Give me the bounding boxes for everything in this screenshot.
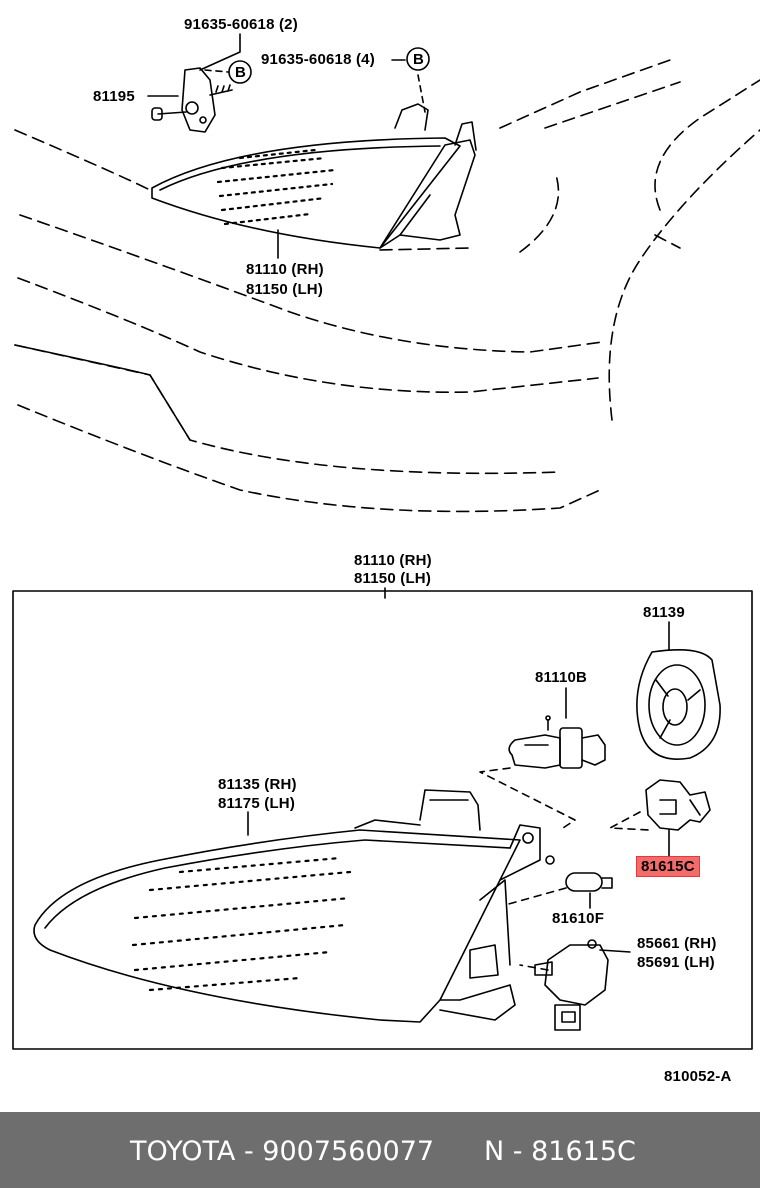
detail-title-rh: 81110 (RH) [354, 552, 432, 569]
body-contour [14, 344, 191, 441]
exploded-diagram [12, 33, 760, 1050]
leveling-actuator [534, 939, 631, 1031]
detail-frame [12, 590, 753, 1050]
wedge-bulb-label: 81610F [552, 910, 605, 927]
actuator-rh-label: 85661 (RH) [637, 935, 717, 952]
footer-brand-part: TOYOTA - 9007560077 [130, 1136, 435, 1167]
detail-title-lh: 81150 (LH) [354, 570, 432, 587]
assembly-lines-detail [479, 767, 651, 971]
headlamp-lh-label-top: 81150 (LH) [246, 281, 324, 298]
lens-lh-label: 81175 (LH) [218, 795, 296, 812]
callout-b-1: B [235, 64, 247, 81]
callout-b-1-shape [228, 60, 252, 84]
halogen-bulb [508, 715, 606, 769]
wedge-bulb [565, 872, 613, 892]
headlamp-rh-label-top: 81110 (RH) [246, 261, 324, 278]
cover-label: 81139 [643, 604, 685, 621]
bulb-label: 81110B [535, 669, 588, 686]
cover-part [636, 648, 721, 760]
vehicle-body-outline [14, 59, 760, 513]
bolt-label-b: 91635-60618 (4) [261, 51, 375, 68]
lens-rh-label: 81135 (RH) [218, 776, 297, 793]
socket-label-highlighted[interactable]: 81615C [636, 856, 700, 877]
headlamp-adjuster [151, 67, 233, 133]
headlamp-detail [33, 789, 555, 1023]
bolt-label-a: 91635-60618 (2) [184, 16, 298, 33]
headlamp-assembly-top [151, 103, 477, 249]
leader-lines-top [147, 33, 406, 259]
bulb-socket [645, 779, 711, 831]
actuator-lh-label: 85691 (LH) [637, 954, 715, 971]
callout-b-2-shape [406, 47, 430, 71]
diagram-id: 810052-A [664, 1068, 732, 1085]
lens-grid-detail [131, 856, 352, 992]
lens-grid-top [216, 148, 337, 226]
callout-b-2: B [413, 51, 425, 68]
footer-ref-part: N - 81615C [484, 1136, 636, 1167]
adjuster-label: 81195 [93, 88, 135, 105]
footer-bar: TOYOTA - 9007560077 N - 81615C [0, 1112, 760, 1188]
